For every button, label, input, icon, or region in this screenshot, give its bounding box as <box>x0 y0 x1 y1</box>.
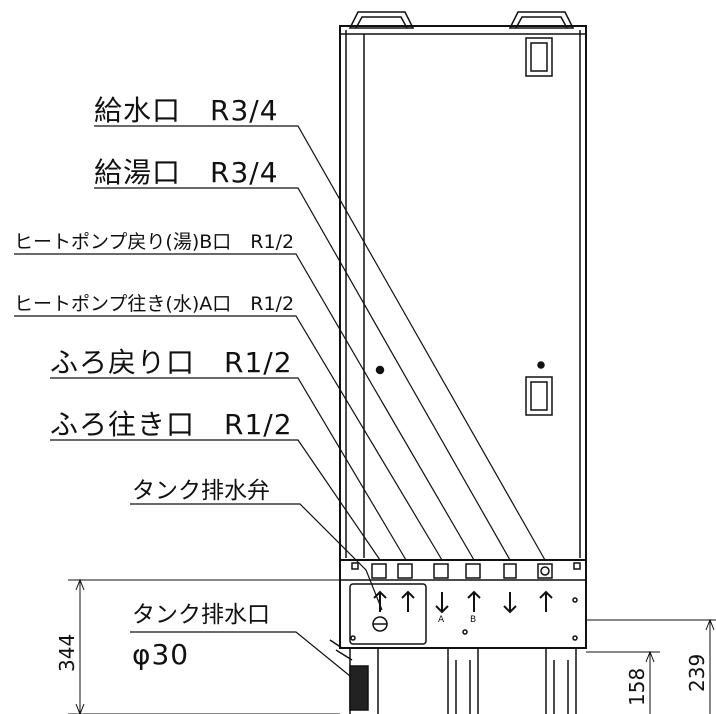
label-heatpump-go: ヒートポンプ往き(水)A口 R1/2 <box>14 293 294 315</box>
cabinet-body <box>339 25 587 561</box>
dim-344: 344 <box>55 634 79 672</box>
fitting-mark-b: B <box>470 615 476 625</box>
latch-lower <box>525 376 553 416</box>
label-hot-water-supply: 給湯口 R3/4 <box>94 156 279 189</box>
top-handle-left <box>348 11 415 29</box>
leader-lines <box>14 125 546 677</box>
base-panel <box>339 559 587 649</box>
drain-valve-cover <box>349 583 427 645</box>
label-bath-go: ふろ往き口 R1/2 <box>50 408 293 441</box>
fitting-mark-a: A <box>438 615 445 625</box>
label-heatpump-return: ヒートポンプ戻り(湯)B口 R1/2 <box>14 231 294 253</box>
label-water-supply: 給水口 R3/4 <box>94 94 279 127</box>
legs <box>349 648 577 714</box>
label-tank-drain-port: タンク排水口 <box>132 602 270 628</box>
dim-158: 158 <box>625 668 649 706</box>
label-bath-return: ふろ戻り口 R1/2 <box>50 346 293 379</box>
label-drain-diameter: φ30 <box>132 638 189 671</box>
dimension-lines <box>68 578 716 714</box>
latch-upper <box>525 37 553 77</box>
dim-239: 239 <box>685 654 709 692</box>
label-tank-drain-valve: タンク排水弁 <box>132 478 270 504</box>
top-handle-right <box>508 11 575 29</box>
fittings-row <box>351 562 581 579</box>
